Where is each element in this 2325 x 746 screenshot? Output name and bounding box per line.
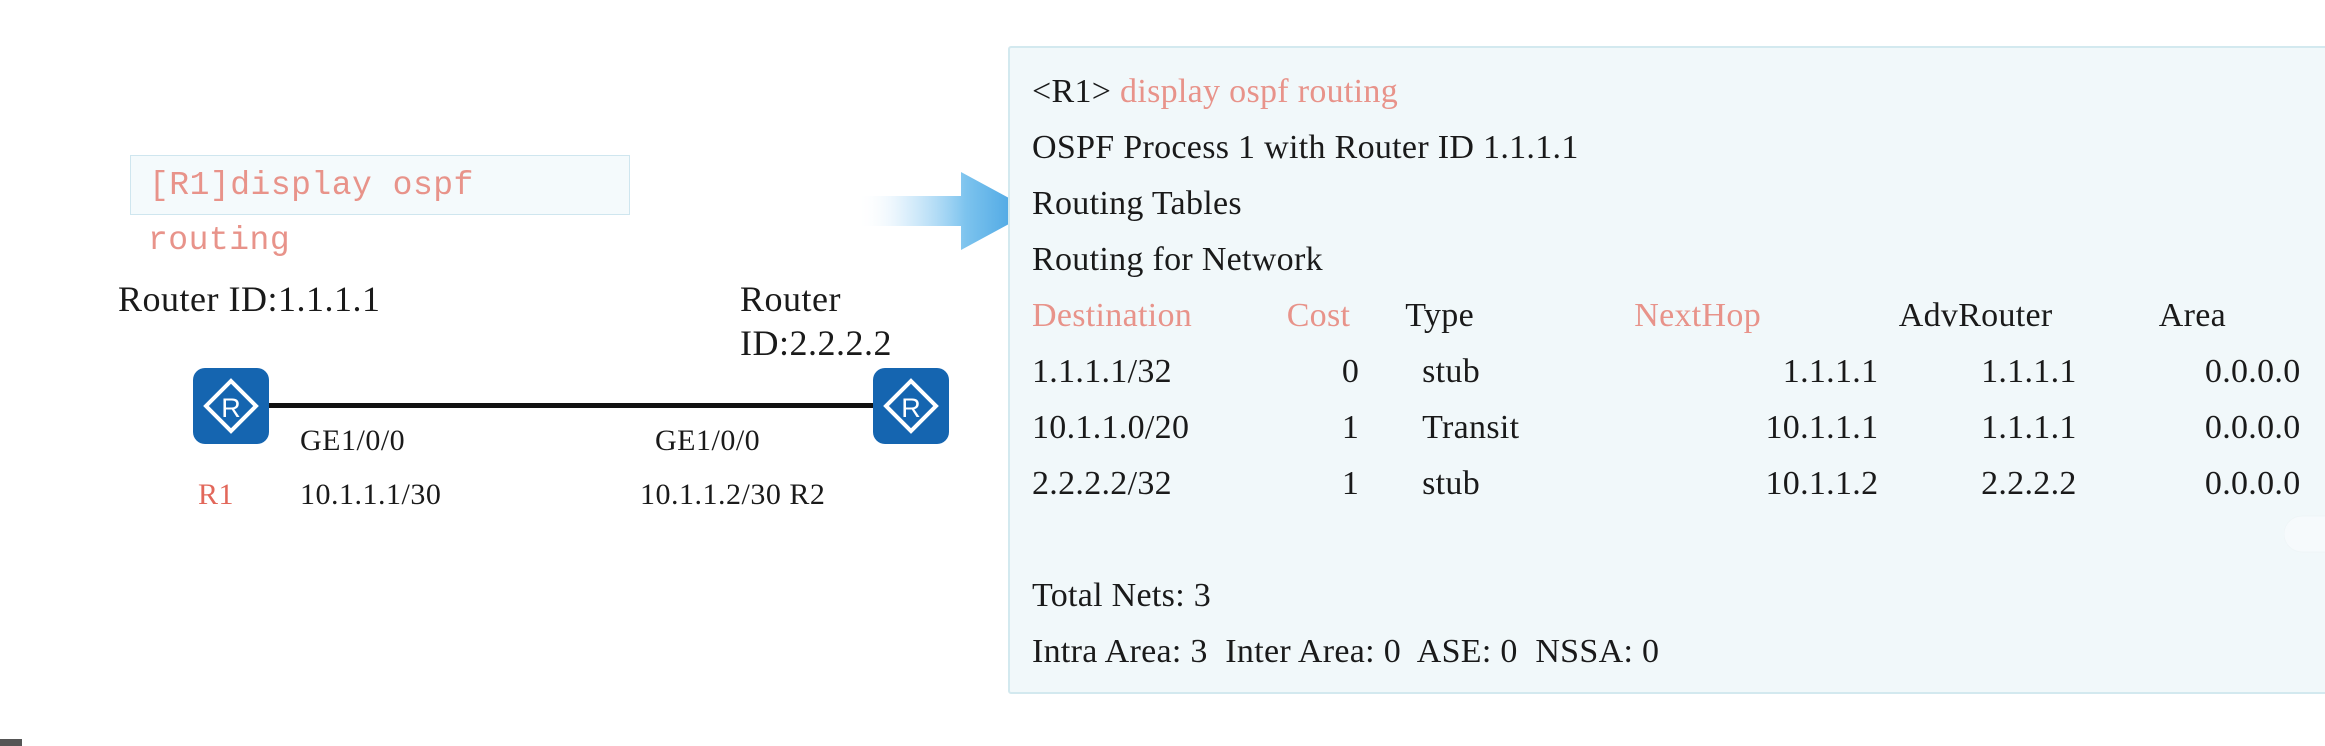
cell-cost: 1 (1341, 409, 1360, 446)
terminal-line-routing-for-network: Routing for Network (1032, 241, 1323, 278)
header-cost: Cost (1286, 297, 1351, 334)
right-arrow-icon (855, 168, 1035, 254)
right-interface-address: 10.1.1.2/30 R2 (640, 478, 826, 511)
table-header-row: Destination Cost Type NextHop AdvRouter … (1032, 288, 2325, 344)
svg-text:R: R (221, 393, 241, 423)
terminal-prompt: <R1> (1032, 73, 1112, 110)
header-destination: Destination (1032, 297, 1193, 334)
cell-area: 0.0.0.0 (2204, 353, 2301, 390)
command-callout-box: [R1]display ospf (130, 155, 630, 215)
summary-area-counts: Intra Area: 3 Inter Area: 0 ASE: 0 NSSA:… (1032, 633, 1660, 670)
cell-nexthop: 1.1.1.1 (1782, 353, 1879, 390)
cell-cost: 1 (1341, 465, 1360, 502)
router-icon: R (193, 368, 269, 444)
command-callout-line1: [R1]display ospf (149, 166, 474, 204)
left-interface-address: 10.1.1.1/30 (300, 478, 442, 511)
corner-mark (0, 739, 22, 746)
cell-type: stub (1422, 353, 1481, 390)
terminal-line-routing-tables: Routing Tables (1032, 185, 1242, 222)
command-callout-line2: routing (148, 222, 291, 259)
right-router-id-label: Router ID:2.2.2.2 (740, 279, 892, 363)
left-interface-name: GE1/0/0 (300, 424, 406, 457)
link-line (243, 403, 880, 408)
left-node-name: R1 (198, 478, 235, 511)
cell-destination: 10.1.1.0/20 (1032, 409, 1190, 446)
router-icon: R (873, 368, 949, 444)
table-row: 1.1.1.1/32 0 stub 1.1.1.1 1.1.1.1 0.0.0.… (1032, 344, 2325, 400)
table-row: 2.2.2.2/32 1 stub 10.1.1.2 2.2.2.2 0.0.0… (1032, 456, 2325, 512)
header-area: Area (2158, 297, 2227, 334)
terminal-command: display ospf routing (1111, 73, 1399, 110)
table-row: 10.1.1.0/20 1 Transit 10.1.1.1 1.1.1.1 0… (1032, 400, 2325, 456)
cell-nexthop: 10.1.1.2 (1765, 465, 1879, 502)
cell-area: 0.0.0.0 (2204, 465, 2301, 502)
svg-text:R: R (901, 393, 921, 423)
header-type: Type (1405, 297, 1474, 334)
cell-advrouter: 2.2.2.2 (1981, 465, 2077, 502)
cell-type: Transit (1422, 409, 1520, 446)
summary-total-nets: Total Nets: 3 (1032, 577, 1212, 614)
cell-destination: 1.1.1.1/32 (1032, 353, 1172, 390)
cell-area: 0.0.0.0 (2204, 409, 2301, 446)
cell-advrouter: 1.1.1.1 (1981, 409, 2077, 446)
cell-advrouter: 1.1.1.1 (1981, 353, 2077, 390)
terminal-command-line: <R1> display ospf routing (1032, 64, 2325, 120)
terminal-blank-line (1032, 512, 2325, 568)
cell-type: stub (1422, 465, 1481, 502)
network-topology-diagram: [R1]display ospf routing Router ID:1.1.1… (0, 0, 1033, 746)
cell-nexthop: 10.1.1.1 (1765, 409, 1879, 446)
right-interface-name: GE1/0/0 (655, 424, 761, 457)
left-router-id-label: Router ID:1.1.1.1 (118, 279, 381, 319)
terminal-output-panel: <R1> display ospf routing OSPF Process 1… (1008, 46, 2325, 694)
cell-cost: 0 (1341, 353, 1360, 390)
header-nexthop: NextHop (1634, 297, 1762, 334)
cell-destination: 2.2.2.2/32 (1032, 465, 1172, 502)
header-advrouter: AdvRouter (1898, 297, 2053, 334)
terminal-line-process: OSPF Process 1 with Router ID 1.1.1.1 (1032, 129, 1579, 166)
